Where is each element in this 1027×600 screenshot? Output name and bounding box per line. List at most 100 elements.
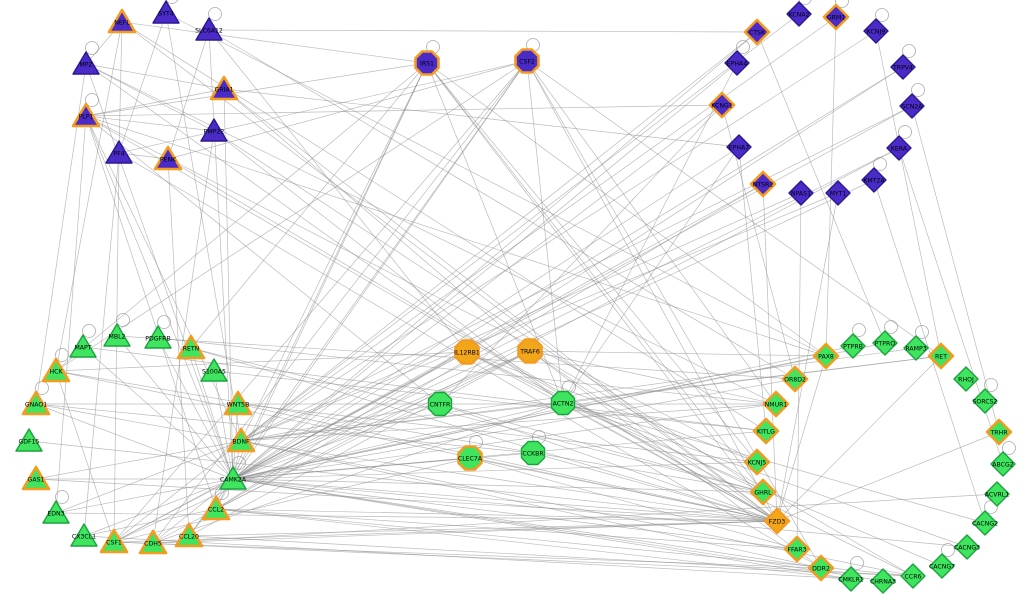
triangle-node-shape[interactable] bbox=[200, 118, 228, 142]
node-CACNG3[interactable]: CACNG3 bbox=[954, 534, 980, 560]
node-KCNA2[interactable]: KCNA2 bbox=[786, 1, 812, 27]
triangle-node-shape[interactable] bbox=[144, 325, 172, 349]
octagon-node-shape[interactable] bbox=[517, 338, 543, 364]
diamond-node-shape[interactable] bbox=[743, 18, 771, 46]
triangle-node-shape[interactable] bbox=[71, 102, 101, 128]
node-MBL2[interactable]: MBL2 bbox=[103, 323, 131, 347]
octagon-node-shape[interactable] bbox=[414, 50, 440, 76]
node-OR8D2[interactable]: OR8D2 bbox=[781, 365, 809, 393]
node-PDGFRB[interactable]: PDGFRB bbox=[144, 325, 172, 349]
diamond-node-shape[interactable] bbox=[890, 54, 916, 80]
triangle-node-shape[interactable] bbox=[69, 334, 97, 358]
triangle-node-shape[interactable] bbox=[226, 427, 256, 453]
diamond-node-shape[interactable] bbox=[752, 417, 780, 445]
node-SORCS2[interactable]: SORCS2 bbox=[972, 388, 998, 414]
diamond-node-shape[interactable] bbox=[783, 535, 811, 563]
triangle-node-shape[interactable] bbox=[21, 390, 51, 416]
triangle-node-shape[interactable] bbox=[41, 357, 71, 383]
node-SCN2A[interactable]: SCN2A bbox=[899, 93, 925, 119]
diamond-node-shape[interactable] bbox=[900, 563, 926, 589]
diamond-node-shape[interactable] bbox=[954, 534, 980, 560]
triangle-node-shape[interactable] bbox=[105, 140, 133, 164]
triangle-node-shape[interactable] bbox=[223, 390, 253, 416]
node-TRHR[interactable]: TRHR bbox=[985, 418, 1013, 446]
node-GDF15[interactable]: GDF15 bbox=[15, 428, 43, 452]
node-CHRNA3[interactable]: CHRNA3 bbox=[870, 568, 896, 594]
node-CCR6[interactable]: CCR6 bbox=[900, 563, 926, 589]
node-CCKBR[interactable]: CCKBR bbox=[520, 440, 546, 466]
triangle-node-shape[interactable] bbox=[152, 0, 180, 24]
node-PAX8[interactable]: PAX8 bbox=[812, 342, 840, 370]
octagon-node-shape[interactable] bbox=[457, 445, 483, 471]
node-SLC6A12[interactable]: SLC6A12 bbox=[195, 17, 223, 41]
node-KMT2A[interactable]: KMT2A bbox=[861, 167, 887, 193]
triangle-node-shape[interactable] bbox=[70, 523, 98, 547]
octagon-node-shape[interactable] bbox=[427, 391, 453, 417]
diamond-node-shape[interactable] bbox=[781, 365, 809, 393]
diamond-node-shape[interactable] bbox=[927, 342, 955, 370]
node-TRAF6[interactable]: TRAF6 bbox=[517, 338, 543, 364]
node-RAMP3[interactable]: RAMP3 bbox=[903, 335, 929, 361]
node-GNAO1[interactable]: GNAO1 bbox=[21, 390, 51, 416]
node-KCNJ9[interactable]: KCNJ9 bbox=[863, 18, 889, 44]
diamond-node-shape[interactable] bbox=[840, 333, 866, 359]
octagon-node-shape[interactable] bbox=[550, 390, 576, 416]
node-NMUR1[interactable]: NMUR1 bbox=[762, 390, 790, 418]
diamond-node-shape[interactable] bbox=[724, 50, 750, 76]
diamond-node-shape[interactable] bbox=[812, 342, 840, 370]
diamond-node-shape[interactable] bbox=[899, 93, 925, 119]
triangle-node-shape[interactable] bbox=[174, 522, 204, 548]
node-CSF2[interactable]: CSF2 bbox=[514, 48, 540, 74]
diamond-node-shape[interactable] bbox=[743, 448, 771, 476]
diamond-node-shape[interactable] bbox=[838, 566, 864, 592]
node-KERA[interactable]: KERA bbox=[886, 135, 912, 161]
triangle-node-shape[interactable] bbox=[200, 358, 228, 382]
diamond-node-shape[interactable] bbox=[762, 390, 790, 418]
node-PTPRB[interactable]: PTPRB bbox=[840, 333, 866, 359]
node-MPZ[interactable]: MPZ bbox=[72, 51, 100, 75]
node-ABCG2[interactable]: ABCG2 bbox=[990, 451, 1016, 477]
node-CDH5[interactable]: CDH5 bbox=[138, 529, 168, 555]
node-NEFL[interactable]: NEFL bbox=[107, 8, 137, 34]
diamond-node-shape[interactable] bbox=[872, 330, 898, 356]
node-GHRL[interactable]: GHRL bbox=[749, 478, 777, 506]
node-ACVRL1[interactable]: ACVRL1 bbox=[984, 481, 1010, 507]
node-PF4[interactable]: PF4 bbox=[105, 140, 133, 164]
diamond-node-shape[interactable] bbox=[822, 3, 850, 31]
diamond-node-shape[interactable] bbox=[788, 180, 814, 206]
diamond-node-shape[interactable] bbox=[903, 335, 929, 361]
node-NPAS1[interactable]: NPAS1 bbox=[788, 180, 814, 206]
triangle-node-shape[interactable] bbox=[99, 528, 129, 554]
node-IRS1[interactable]: IRS1 bbox=[414, 50, 440, 76]
diamond-node-shape[interactable] bbox=[763, 507, 791, 535]
triangle-node-shape[interactable] bbox=[15, 428, 43, 452]
diamond-node-shape[interactable] bbox=[786, 1, 812, 27]
diamond-node-shape[interactable] bbox=[972, 510, 998, 536]
triangle-node-shape[interactable] bbox=[176, 334, 206, 360]
node-CX3CL1[interactable]: CX3CL1 bbox=[70, 523, 98, 547]
triangle-node-shape[interactable] bbox=[153, 145, 183, 171]
diamond-node-shape[interactable] bbox=[708, 91, 736, 119]
diamond-node-shape[interactable] bbox=[861, 167, 887, 193]
triangle-node-shape[interactable] bbox=[219, 466, 247, 490]
diamond-node-shape[interactable] bbox=[972, 388, 998, 414]
diamond-node-shape[interactable] bbox=[726, 134, 752, 160]
triangle-node-shape[interactable] bbox=[138, 529, 168, 555]
node-CLEC7A[interactable]: CLEC7A bbox=[457, 445, 483, 471]
octagon-node-shape[interactable] bbox=[520, 440, 546, 466]
diamond-node-shape[interactable] bbox=[929, 553, 955, 579]
diamond-node-shape[interactable] bbox=[825, 180, 851, 206]
triangle-node-shape[interactable] bbox=[209, 75, 239, 101]
triangle-node-shape[interactable] bbox=[21, 465, 51, 491]
node-KCNJ5[interactable]: KCNJ5 bbox=[743, 448, 771, 476]
node-CTSK[interactable]: CTSK bbox=[743, 18, 771, 46]
octagon-node-shape[interactable] bbox=[514, 48, 540, 74]
node-HCK[interactable]: HCK bbox=[41, 357, 71, 383]
node-TRPV4[interactable]: TRPV4 bbox=[890, 54, 916, 80]
node-IL12RB1[interactable]: IL12RB1 bbox=[454, 339, 480, 365]
triangle-node-shape[interactable] bbox=[201, 495, 231, 521]
node-GRM1[interactable]: GRM1 bbox=[822, 3, 850, 31]
node-EDN3[interactable]: EDN3 bbox=[42, 500, 70, 524]
